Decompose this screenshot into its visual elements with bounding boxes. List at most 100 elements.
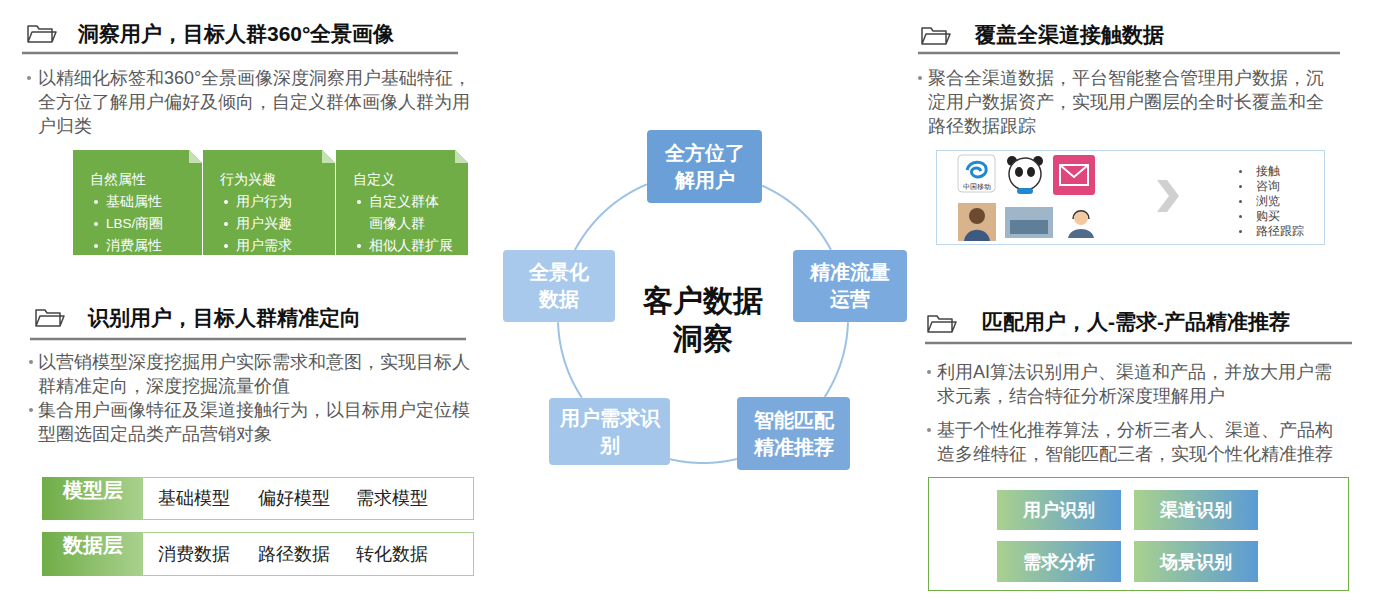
match-box: 用户识别 (997, 490, 1121, 530)
node-text: 路径数据 (258, 544, 330, 564)
bullet-dot (918, 76, 922, 80)
center-title: 客户数据 洞察 (638, 282, 768, 358)
cycle-step-box: 全方位了 解用户 (647, 130, 762, 203)
channel-panel: 接触咨询浏览购买路径跟踪 (936, 150, 1325, 245)
bullet-dot (29, 360, 33, 364)
bullet-paragraph: 以营销模型深度挖掘用户实际需求和意图，实现目标人 群精准定向，深度挖掘流量价值 (38, 350, 498, 398)
match-box: 场景识别 (1134, 541, 1258, 582)
bullet-dot (357, 200, 361, 204)
cycle-step-box: 精准流量 运营 (793, 250, 907, 322)
panda-eye (1027, 167, 1035, 177)
page-fold (189, 150, 202, 163)
photo-person (964, 230, 990, 241)
node-text: 模型层 (63, 479, 123, 501)
bullet-dot (927, 370, 931, 374)
page-fold (455, 150, 468, 163)
node-text: 自定义群体 画像人群 (369, 194, 439, 231)
layer-label-box: 模型层 (42, 477, 143, 520)
bullet-dot (1239, 200, 1242, 203)
node-text: 精准流量 运营 (810, 261, 890, 310)
node-text: 用户识别 (1023, 500, 1095, 520)
bullet-dot (224, 200, 228, 204)
folder-icon (28, 26, 56, 42)
folder-icon (922, 28, 950, 44)
node-text: 咨询 (1256, 179, 1280, 193)
panda-face (1009, 158, 1041, 190)
attribute-card: 自然属性基础属性 LBS/商圈消费属性 (73, 150, 202, 255)
section-heading: 覆盖全渠道接触数据 (975, 21, 1164, 49)
bullet-paragraph: 集合用户画像特征及渠道接触行为，以目标用户定位模 型圈选固定品类产品营销对象 (38, 398, 498, 446)
app-icon (958, 155, 995, 192)
node-text: 接触 (1256, 164, 1280, 178)
agent-headset (1073, 211, 1089, 219)
heading-underline (918, 52, 1340, 55)
cycle-arc (825, 322, 848, 397)
node-text: 渠道识别 (1160, 500, 1232, 520)
app-icon-swirl (967, 162, 986, 177)
bullet-dot (224, 222, 228, 226)
node-text: 转化数据 (356, 544, 428, 564)
cycle-arc (670, 459, 737, 463)
node-text: 偏好模型 (258, 488, 330, 508)
card-title: 行为兴趣 (220, 172, 276, 187)
chevron (1157, 180, 1179, 212)
bullet-paragraph: 以精细化标签和360°全景画像深度洞察用户基础特征， 全方位了解用户偏好及倾向，… (38, 66, 498, 138)
bullet-dot (94, 222, 98, 226)
node-text: 消费属性 (106, 238, 162, 253)
bullet-dot (94, 244, 98, 248)
section-heading: 匹配用户，人-需求-产品精准推荐 (982, 308, 1290, 336)
cycle-step-box: 全景化 数据 (503, 250, 615, 322)
card-title: 自定义 (353, 172, 395, 187)
panda-eye (1015, 167, 1023, 177)
panda-body (1017, 188, 1033, 194)
node-text: 智能匹配 精准推荐 (754, 409, 834, 458)
card-title: 自然属性 (90, 172, 146, 187)
bullet-dot (224, 244, 228, 248)
bullet-dot (1239, 170, 1242, 173)
group-frame (929, 478, 1349, 591)
mail-icon (1053, 155, 1095, 195)
node-text: 需求模型 (356, 488, 428, 508)
bullet-paragraph: 基于个性化推荐算法，分析三者人、渠道、产品构 造多维特征，智能匹配三者，实现个性… (937, 418, 1367, 466)
node-text: 基础属性 (106, 194, 162, 209)
attribute-card: 行为兴趣用户行为用户兴趣用户需求 (203, 150, 335, 255)
page-fold (455, 150, 468, 163)
match-box: 渠道识别 (1134, 490, 1258, 530)
panda-ear (1007, 156, 1017, 166)
bullet-dot (927, 428, 931, 432)
mail-envelope (1060, 165, 1088, 185)
layer-label-box: 数据层 (42, 532, 143, 576)
bullet-dot (29, 408, 33, 412)
node-text: 全方位了 解用户 (665, 142, 745, 191)
page-fold (322, 150, 335, 163)
folder-icon (928, 316, 956, 332)
bullet-dot (1239, 230, 1242, 233)
node-text: LBS/商圈 (106, 216, 163, 231)
page-fold (322, 150, 335, 163)
bullet-dot (1239, 215, 1242, 218)
bullet-dot (27, 76, 31, 80)
section-heading: 洞察用户，目标人群360°全景画像 (78, 20, 394, 48)
match-box: 需求分析 (997, 541, 1121, 582)
bullet-dot (94, 200, 98, 204)
folder-icon (36, 310, 64, 326)
heading-underline (22, 52, 458, 55)
attribute-card: 自定义自定义群体 画像人群相似人群扩展 (336, 150, 468, 255)
cycle-step-box: 用户需求识 别 (549, 398, 670, 465)
bullet-dot (357, 244, 361, 248)
node-text: 用户兴趣 (236, 216, 292, 231)
section-heading: 识别用户，目标人群精准定向 (88, 304, 361, 332)
node-text: 用户需求 (236, 238, 292, 253)
layer-row: 消费数据路径数据转化数据数据层 (42, 532, 474, 576)
node-text: 浏览 (1256, 194, 1280, 208)
photo-person (969, 208, 985, 224)
photo (1005, 207, 1053, 238)
icon-caption: 中国移动 (958, 182, 995, 191)
node-text: 用户需求识 别 (560, 407, 660, 456)
layer-row: 基础模型偏好模型需求模型模型层 (42, 477, 474, 520)
bullet-paragraph: 利用AI算法识别用户、渠道和产品，并放大用户需 求元素，结合特征分析深度理解用户 (937, 360, 1367, 408)
node-text: 场景识别 (1160, 552, 1232, 572)
bullet-paragraph: 聚合全渠道数据，平台智能整合管理用户数据，沉 淀用户数据资产，实现用户圈层的全时… (928, 66, 1358, 138)
node-text: 全景化 数据 (529, 261, 589, 310)
panda-ear (1033, 156, 1043, 166)
